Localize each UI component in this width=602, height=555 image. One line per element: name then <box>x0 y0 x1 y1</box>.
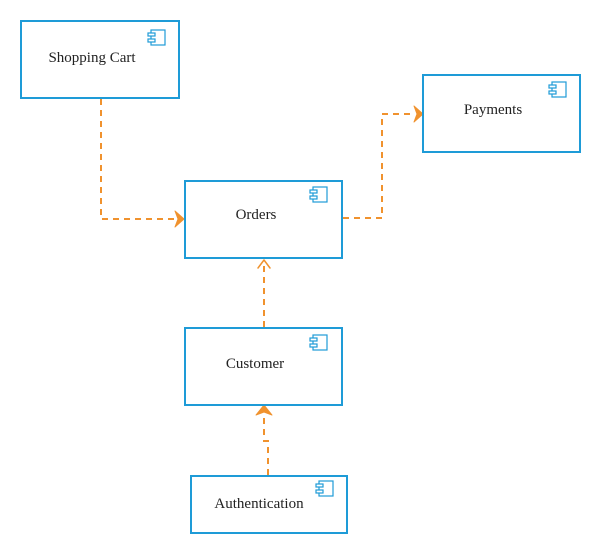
filled-arrowhead-icon <box>174 210 185 228</box>
component-label: Authentication <box>214 496 304 512</box>
dependency-shopping-cart-to-orders[interactable] <box>100 99 185 228</box>
component-icon <box>315 480 334 497</box>
component-label: Orders <box>236 207 277 223</box>
component-shopping-cart[interactable]: Shopping Cart <box>20 20 180 99</box>
filled-arrowhead-icon <box>255 404 273 416</box>
dependency-authentication-to-customer[interactable] <box>255 404 273 475</box>
component-icon <box>309 186 328 203</box>
component-customer[interactable]: Customer <box>184 327 343 406</box>
dependency-line <box>343 113 414 219</box>
component-icon <box>309 334 328 351</box>
component-label: Payments <box>464 102 522 118</box>
dependency-orders-to-payments[interactable] <box>343 105 424 219</box>
dependency-line <box>100 99 175 220</box>
component-orders[interactable]: Orders <box>184 180 343 259</box>
component-payments[interactable]: Payments <box>422 74 581 153</box>
open-arrowhead-icon <box>257 259 271 269</box>
component-label: Shopping Cart <box>48 50 136 66</box>
dependency-customer-to-orders[interactable] <box>257 259 271 327</box>
dependency-line <box>263 415 269 475</box>
component-label: Customer <box>226 356 284 372</box>
component-authentication[interactable]: Authentication <box>190 475 348 534</box>
component-icon <box>147 29 166 46</box>
dependency-connectors <box>100 99 424 475</box>
component-icon <box>548 81 567 98</box>
filled-arrowhead-icon <box>413 105 424 123</box>
